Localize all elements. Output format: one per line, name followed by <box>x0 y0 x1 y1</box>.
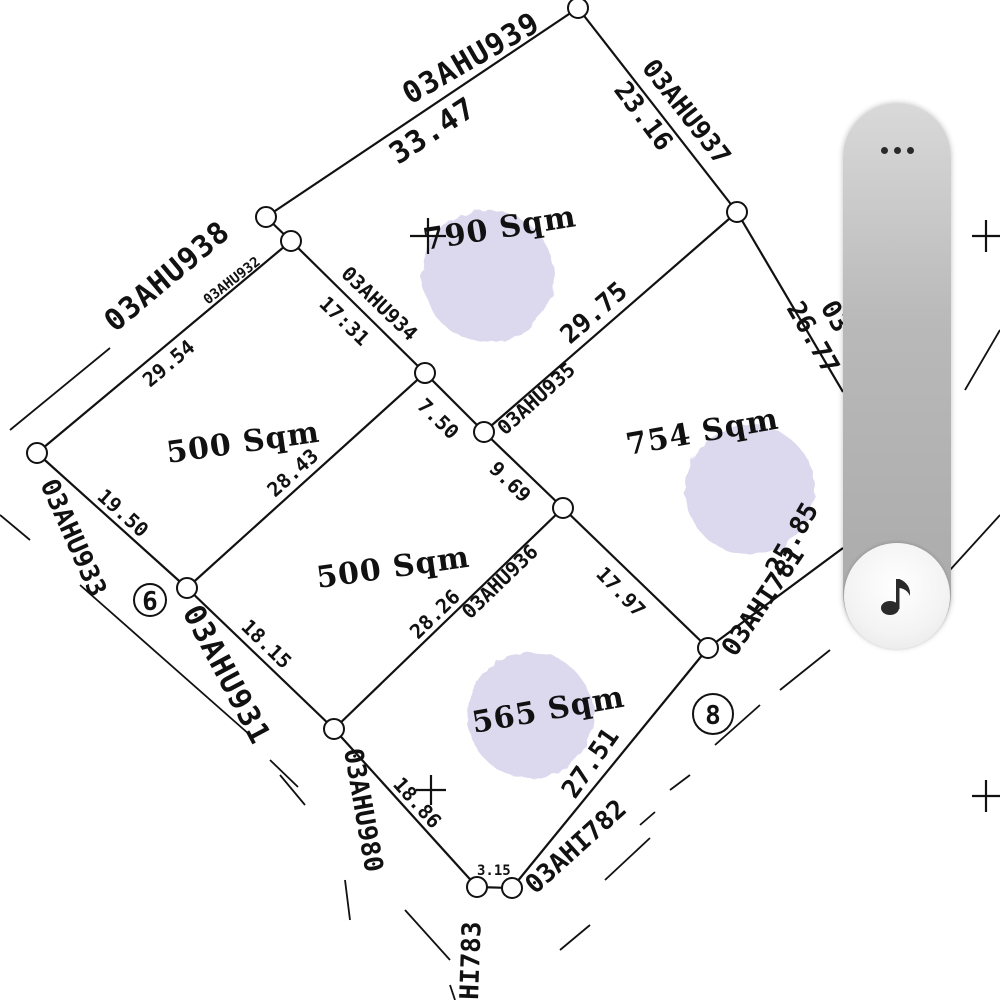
blob-754 <box>685 425 815 555</box>
highlight-blobs <box>422 210 815 778</box>
blob-565 <box>467 652 593 778</box>
survey-crosses <box>410 218 1000 812</box>
point-936[interactable] <box>552 497 574 519</box>
point-783[interactable] <box>466 876 488 898</box>
label-935: 03AHU935 <box>492 357 580 439</box>
point-980[interactable] <box>323 718 345 740</box>
label-783: HI783 <box>455 921 488 1000</box>
point-931[interactable] <box>176 577 198 599</box>
more-horizontal-icon <box>880 146 888 154</box>
point-782[interactable] <box>501 877 523 899</box>
point-939[interactable] <box>567 0 589 19</box>
point-937[interactable] <box>726 201 748 223</box>
dim-33-47: 33.47 <box>383 90 482 171</box>
point-781[interactable] <box>697 637 719 659</box>
dim-18-86: 18.86 <box>388 772 446 833</box>
more-options-button[interactable] <box>861 125 933 175</box>
boundary-lines <box>36 7 844 890</box>
music-note-icon <box>881 579 911 615</box>
label-936: 03AHU936 <box>457 539 543 623</box>
dim-7-50: 7.50 <box>413 393 464 444</box>
dim-28-26: 28.26 <box>405 585 465 644</box>
plot-markers: 6 8 <box>133 583 734 735</box>
marker-8-circle <box>692 693 734 735</box>
point-935[interactable] <box>473 421 495 443</box>
label-980: 03AHU980 <box>337 746 388 875</box>
marker-6-circle <box>133 583 167 617</box>
marker-6: 6 <box>142 587 158 617</box>
music-button[interactable] <box>844 543 950 649</box>
point-932[interactable] <box>280 230 302 252</box>
marker-8: 8 <box>705 701 721 731</box>
dim-17-97: 17.97 <box>591 562 650 622</box>
point-938[interactable] <box>255 206 277 228</box>
point-934[interactable] <box>414 362 436 384</box>
dim-9-69: 9.69 <box>485 456 536 507</box>
dim-3-15: 3.15 <box>477 863 511 879</box>
more-horizontal-icon-dot <box>906 146 914 154</box>
more-horizontal-icon-dot <box>893 146 901 154</box>
point-933[interactable] <box>26 442 48 464</box>
blob-790 <box>422 210 554 342</box>
label-938: 03AHU938 <box>98 214 237 339</box>
survey-points <box>26 0 748 899</box>
floating-side-panel <box>843 103 951 649</box>
road-lines <box>0 329 1000 1000</box>
dim-19-50: 19.50 <box>93 484 154 542</box>
label-939: 03AHU939 <box>397 5 547 112</box>
